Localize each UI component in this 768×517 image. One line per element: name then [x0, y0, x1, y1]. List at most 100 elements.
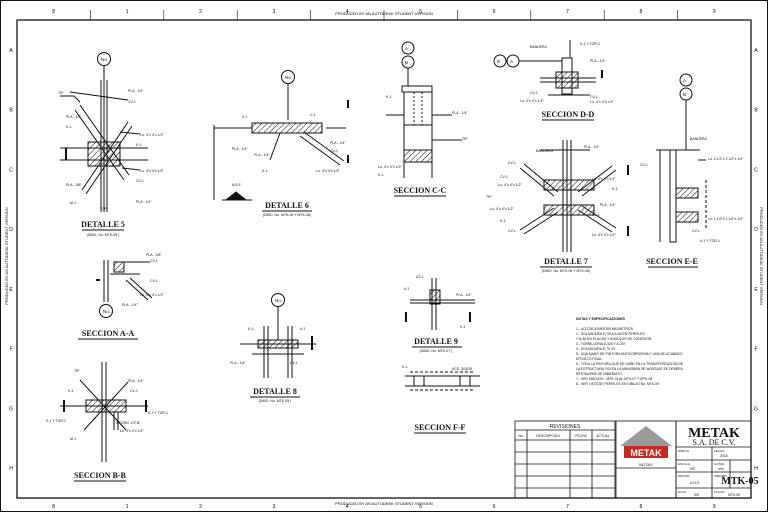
- svg-text:TIP: TIP: [101, 207, 107, 211]
- detalle-9: [405, 278, 475, 330]
- seccion-f-f-title: SECCION F-F: [415, 423, 466, 432]
- detalle-9-labels: AT-1 K-1 PLA - 1/4" K-1 DETALLE 9 (DIBO.…: [404, 275, 472, 353]
- svg-text:CV-1: CV-1: [130, 389, 138, 393]
- svg-text:CV-1: CV-1: [128, 100, 136, 104]
- grid-row-label: C: [9, 167, 13, 173]
- svg-text:PLA - 3/8": PLA - 3/8": [66, 183, 82, 187]
- svg-text:K-1 Y TOR-1: K-1 Y TOR-1: [46, 419, 66, 423]
- notes-title: NOTAS Y ESPECIFICACIONES: [576, 317, 626, 321]
- svg-text:BANDERA: BANDERA: [536, 149, 554, 153]
- svg-text:PLA - 1/4": PLA - 1/4": [456, 293, 472, 297]
- node-a-marker: [401, 41, 415, 55]
- grid-column-label: 5: [419, 504, 422, 510]
- seccion-e-e-title: SECCION E-E: [646, 257, 698, 266]
- detalle-5-title: DETALLE 5: [81, 220, 125, 229]
- svg-text:K-1 Y TOR-1: K-1 Y TOR-1: [148, 411, 168, 415]
- svg-text:BANDERA: BANDERA: [530, 45, 548, 49]
- node-a-marker: [679, 73, 693, 87]
- grid-column-label: 9: [713, 9, 716, 15]
- svg-text:2018: 2018: [720, 454, 728, 458]
- seccion-a-a: [96, 260, 153, 318]
- note-line: EPOXICO FINAL: [576, 357, 602, 361]
- grid-column-label: 4: [346, 9, 349, 15]
- grid-column-label: 1: [126, 504, 129, 510]
- detalle-8: [240, 293, 316, 378]
- svg-text:CV-1: CV-1: [508, 229, 516, 233]
- svg-text:AT-1: AT-1: [416, 275, 423, 279]
- svg-text:Lo. 4"x 4"x 1/2": Lo. 4"x 4"x 1/2": [140, 293, 165, 297]
- detalle-6: [213, 70, 349, 201]
- svg-text:Lo. 4"x 4"x 1/2": Lo. 4"x 4"x 1/2": [490, 207, 515, 211]
- svg-text:PLA - 1/4": PLA - 1/4": [584, 145, 600, 149]
- logo-roof: [620, 426, 672, 446]
- svg-text:K-1 Y TOR-1: K-1 Y TOR-1: [580, 42, 600, 46]
- svg-text:5/9: 5/9: [694, 493, 699, 497]
- svg-text:CV-1: CV-1: [530, 91, 538, 95]
- seccion-c-c-title: SECCION C-C: [394, 186, 447, 195]
- svg-text:MTK-05: MTK-05: [728, 493, 740, 497]
- svg-text:M-1: M-1: [70, 437, 76, 441]
- svg-text:ESCALA:: ESCALA:: [678, 462, 691, 466]
- svg-text:CV-1: CV-1: [330, 149, 338, 153]
- grid-column-label: 3: [273, 504, 276, 510]
- svg-text:FECHA: FECHA: [575, 434, 587, 438]
- svg-text:Lo. 4"x 4"x 1/2": Lo. 4"x 4"x 1/2": [592, 177, 617, 181]
- grid-row-label: D: [9, 227, 13, 233]
- detalle-9-ref: (DIBO. No. MTK-07 ): [420, 349, 453, 353]
- seccion-b-b-title: SECCION B-B: [74, 471, 126, 480]
- grid-row-label: A: [754, 48, 758, 54]
- svg-text:B: B: [405, 60, 408, 65]
- note-line: LA ESTRUCTURA Y/O EN LA MANIOBRA DE MONT…: [576, 367, 684, 371]
- grid-column-label: 7: [566, 504, 569, 510]
- svg-text:ACE. 3/16"Ø: ACE. 3/16"Ø: [452, 367, 472, 371]
- svg-text:mm: mm: [718, 467, 724, 471]
- svg-text:Lo. 1 1/2"x 1 1/2"x 1/4": Lo. 1 1/2"x 1 1/2"x 1/4": [708, 217, 744, 221]
- svg-text:Lo. 4"x 4"x 1/2": Lo. 4"x 4"x 1/2": [378, 165, 403, 169]
- svg-text:PLA - 1/4": PLA - 1/4": [232, 147, 248, 151]
- seccion-f-f: [405, 371, 480, 391]
- seccion-a-a-title: SECCION A-A: [82, 329, 134, 338]
- detalle-6-labels: No. V-1 V-1 PLA - 1/4" PLA - 1/4" PLA - …: [232, 75, 346, 217]
- watermark-left: PRODUCED BY AN AUTODESK STUDENT VERSION: [4, 207, 9, 305]
- seccion-e-e: [656, 73, 707, 243]
- grid-row-label: D: [754, 227, 758, 233]
- seccion-d-d-labels: B A BANDERA K-1 Y TOR-1 PLA - 1/4" CV-1 …: [497, 42, 615, 121]
- logo-text: METAK: [630, 448, 662, 458]
- svg-text:K-1: K-1: [404, 287, 410, 291]
- svg-text:K-1: K-1: [262, 169, 268, 173]
- svg-text:ACTUAL: ACTUAL: [596, 434, 609, 438]
- grid-column-label: 2: [199, 9, 202, 15]
- seccion-d-d: [493, 40, 603, 96]
- svg-text:PLA - 1/4": PLA - 1/4": [590, 59, 606, 63]
- detalle-7-title: DETALLE 7: [544, 257, 588, 266]
- grid-column-label: 2: [199, 504, 202, 510]
- svg-text:A.H.S.: A.H.S.: [690, 481, 700, 485]
- svg-text:TIP: TIP: [486, 195, 492, 199]
- svg-text:PLA - 1/4": PLA - 1/4": [128, 89, 144, 93]
- svg-text:PLA - 1/4": PLA - 1/4": [66, 115, 82, 119]
- grid-row-label: F: [9, 347, 12, 353]
- seccion-e-e-labels: A B BANDERA Lo. 2 1/2"x 2 1/2"x 1/4" CV-…: [640, 78, 744, 268]
- detalle-6-title: DETALLE 6: [265, 201, 309, 210]
- node-marker: [271, 293, 285, 307]
- revisions-title: REVISIONES: [550, 424, 581, 430]
- svg-text:DESCRIPCION: DESCRIPCION: [536, 434, 560, 438]
- seccion-c-c: [386, 41, 462, 178]
- svg-text:Lo. 4"x 4"x 1/2": Lo. 4"x 4"x 1/2": [140, 133, 165, 137]
- svg-text:Lo. 4"x 4"x 1/2": Lo. 4"x 4"x 1/2": [140, 169, 165, 173]
- svg-text:4 TORN. 1/2"Ø: 4 TORN. 1/2"Ø: [116, 421, 140, 425]
- grid-row-label: H: [754, 466, 758, 472]
- svg-text:A: A: [510, 59, 513, 64]
- company-name: METAK: [688, 426, 740, 441]
- grid-column-label: 9: [713, 504, 716, 510]
- svg-text:K-1: K-1: [402, 365, 408, 369]
- watermark-top: PRODUCED BY AN AUTODESK STUDENT VERSION: [335, 11, 433, 16]
- node-marker: [97, 52, 111, 66]
- svg-text:REVISO:: REVISO:: [678, 474, 690, 478]
- note-line: Y A-36 EN PLACAS Y ANGULOS DE CONEXION: [576, 337, 652, 341]
- svg-text:PLA - 3/8": PLA - 3/8": [146, 253, 162, 257]
- svg-text:CV-1: CV-1: [592, 213, 600, 217]
- svg-text:FECHA:: FECHA:: [714, 449, 725, 453]
- notes-block: NOTAS Y ESPECIFICACIONES 1.- ACOTACIONES…: [576, 317, 684, 386]
- svg-text:PLA - 1/4": PLA - 1/4": [254, 153, 270, 157]
